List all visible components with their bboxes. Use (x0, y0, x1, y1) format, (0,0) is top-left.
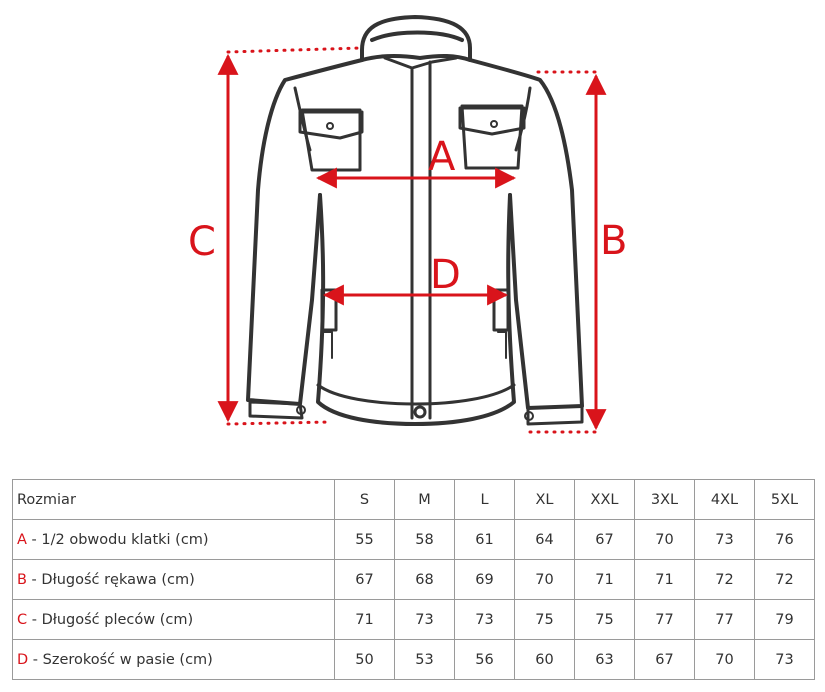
size-header: XL (514, 479, 575, 520)
table-cell: 60 (514, 639, 575, 680)
size-header: XXL (574, 479, 635, 520)
size-header: L (454, 479, 515, 520)
table-cell: 67 (334, 559, 395, 600)
measure-letter: B (17, 571, 27, 588)
table-cell: 72 (694, 559, 755, 600)
table-cell: 55 (334, 519, 395, 560)
table-cell: 77 (694, 599, 755, 640)
table-cell: 73 (394, 599, 455, 640)
measure-name: - Długość rękawa (cm) (26, 571, 195, 588)
jacket-outline (246, 15, 584, 426)
measure-name: - Szerokość w pasie (cm) (28, 651, 213, 668)
table-cell: 76 (754, 519, 815, 560)
table-cell: 64 (514, 519, 575, 560)
table-cell: 71 (334, 599, 395, 640)
jacket-measurement-diagram: A D C B (188, 15, 627, 434)
measurement-guides (217, 46, 607, 434)
table-cell: 68 (394, 559, 455, 600)
table-cell: 56 (454, 639, 515, 680)
size-header: M (394, 479, 455, 520)
letter-a: A (428, 134, 456, 180)
table-cell: 77 (634, 599, 695, 640)
measure-name: - 1/2 obwodu klatki (cm) (26, 531, 209, 548)
table-cell: 70 (514, 559, 575, 600)
row-label: B - Długość rękawa (cm) (12, 559, 335, 600)
size-header: 5XL (754, 479, 815, 520)
table-cell: 73 (754, 639, 815, 680)
measure-letter: A (17, 531, 27, 548)
table-cell: 70 (694, 639, 755, 680)
row-label: C - Długość pleców (cm) (12, 599, 335, 640)
table-cell: 71 (574, 559, 635, 600)
measure-letter: D (17, 651, 29, 668)
header-label: Rozmiar (12, 479, 335, 520)
measure-name: - Długość pleców (cm) (27, 611, 194, 628)
size-header: 3XL (634, 479, 695, 520)
table-cell: 73 (694, 519, 755, 560)
table-cell: 53 (394, 639, 455, 680)
table-cell: 50 (334, 639, 395, 680)
size-header: 4XL (694, 479, 755, 520)
table-cell: 61 (454, 519, 515, 560)
letter-d: D (430, 252, 461, 298)
table-cell: 71 (634, 559, 695, 600)
letter-c: C (188, 219, 216, 265)
table-cell: 58 (394, 519, 455, 560)
row-label: D - Szerokość w pasie (cm) (12, 639, 335, 680)
table-cell: 75 (514, 599, 575, 640)
table-cell: 73 (454, 599, 515, 640)
table-cell: 72 (754, 559, 815, 600)
table-cell: 75 (574, 599, 635, 640)
table-cell: 63 (574, 639, 635, 680)
row-label: A - 1/2 obwodu klatki (cm) (12, 519, 335, 560)
letter-b: B (600, 218, 627, 264)
table-cell: 79 (754, 599, 815, 640)
table-cell: 67 (574, 519, 635, 560)
size-header: S (334, 479, 395, 520)
table-cell: 69 (454, 559, 515, 600)
table-cell: 70 (634, 519, 695, 560)
table-cell: 67 (634, 639, 695, 680)
measure-letter: C (17, 611, 28, 628)
